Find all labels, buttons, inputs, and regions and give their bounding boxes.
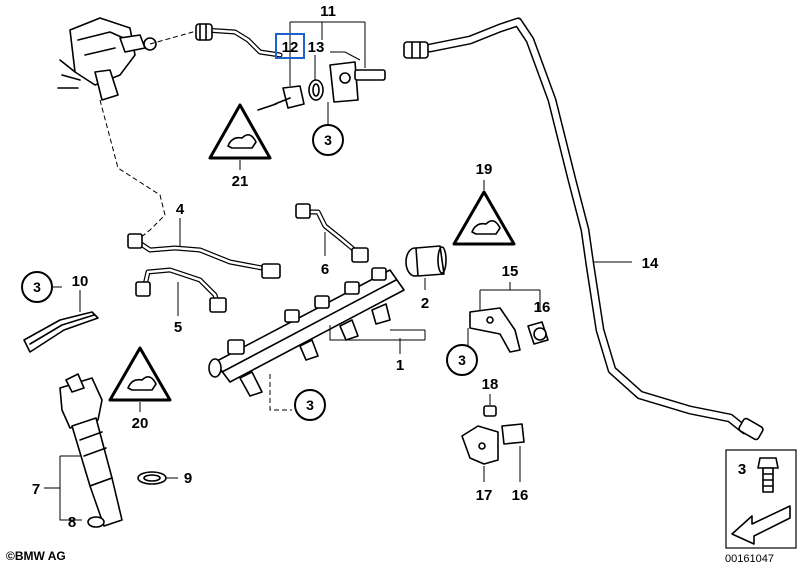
- bracket-11: [289, 21, 366, 68]
- feed-line-top: [195, 23, 283, 58]
- washer-8: [87, 516, 105, 528]
- copyright-text: ©BMW AG: [6, 549, 66, 563]
- injection-line-5: [135, 267, 227, 313]
- sealing-plug-2: [405, 245, 447, 277]
- callout-14: 14: [642, 255, 659, 272]
- circled-ref-label: 3: [324, 132, 332, 148]
- document-number: 00161047: [725, 553, 774, 565]
- arrow-icon: [731, 505, 791, 545]
- pressure-valve-assembly: [257, 61, 386, 111]
- callout-2: 2: [421, 295, 429, 312]
- circled-ref-rail: 3: [294, 389, 326, 421]
- inset-label: 3: [738, 461, 746, 478]
- screw-18: [483, 405, 497, 417]
- callout-8: 8: [68, 514, 76, 531]
- injection-line-6: [295, 203, 369, 263]
- circled-ref-label: 3: [458, 352, 466, 368]
- callout-4: 4: [176, 201, 185, 218]
- callout-11: 11: [320, 3, 336, 20]
- callout-16-bottom: 16: [512, 487, 529, 504]
- fuel-hose-14: [403, 17, 764, 441]
- callout-13: 13: [308, 39, 325, 56]
- bracket-15: [479, 282, 541, 316]
- leader-pump-to-4: [99, 99, 166, 239]
- bolt-icon: [757, 457, 779, 469]
- inset-box: 3: [725, 449, 797, 549]
- sensor-16-top: [527, 321, 549, 345]
- bracket-15-part: [469, 307, 521, 353]
- callout-7: 7: [32, 481, 40, 498]
- callout-18: 18: [482, 376, 499, 393]
- circled-ref-label: 3: [33, 279, 41, 295]
- high-pressure-pump: [57, 17, 157, 101]
- seal-strip-10: [23, 311, 99, 353]
- leader-ref-3-rail: [269, 374, 292, 411]
- circled-ref-seal: 3: [21, 271, 53, 303]
- callout-9: 9: [184, 470, 192, 487]
- circled-ref-bracket: 3: [446, 344, 478, 376]
- warning-sign-20: [108, 346, 172, 402]
- leader-pump-to-line: [149, 29, 201, 45]
- bracket-7: [44, 455, 82, 521]
- warning-sign-21: [208, 103, 272, 160]
- seal-ring-9: [137, 471, 167, 485]
- fuel-rail-1: [208, 267, 405, 397]
- callout-1: 1: [396, 357, 404, 374]
- bracket-1: [329, 325, 426, 341]
- warning-sign-19: [452, 190, 516, 246]
- highlight-box-12: [275, 33, 305, 59]
- injection-line-4: [127, 233, 281, 279]
- callout-5: 5: [174, 319, 182, 336]
- callout-12: 12: [282, 39, 299, 56]
- leader-13: [330, 51, 361, 61]
- callout-15: 15: [502, 263, 519, 280]
- injector-7: [59, 373, 123, 527]
- callout-21: 21: [232, 173, 249, 190]
- bracket-17: [461, 425, 499, 465]
- callout-16-top: 16: [534, 299, 551, 316]
- callout-20: 20: [132, 415, 149, 432]
- circled-ref-top: 3: [312, 124, 344, 156]
- callout-17: 17: [476, 487, 493, 504]
- circled-ref-label: 3: [306, 397, 314, 413]
- callout-6: 6: [321, 261, 329, 278]
- callout-19: 19: [476, 161, 493, 178]
- sensor-16-bottom: [501, 423, 525, 445]
- leaders-12-13: [289, 55, 316, 86]
- callout-10: 10: [72, 273, 89, 290]
